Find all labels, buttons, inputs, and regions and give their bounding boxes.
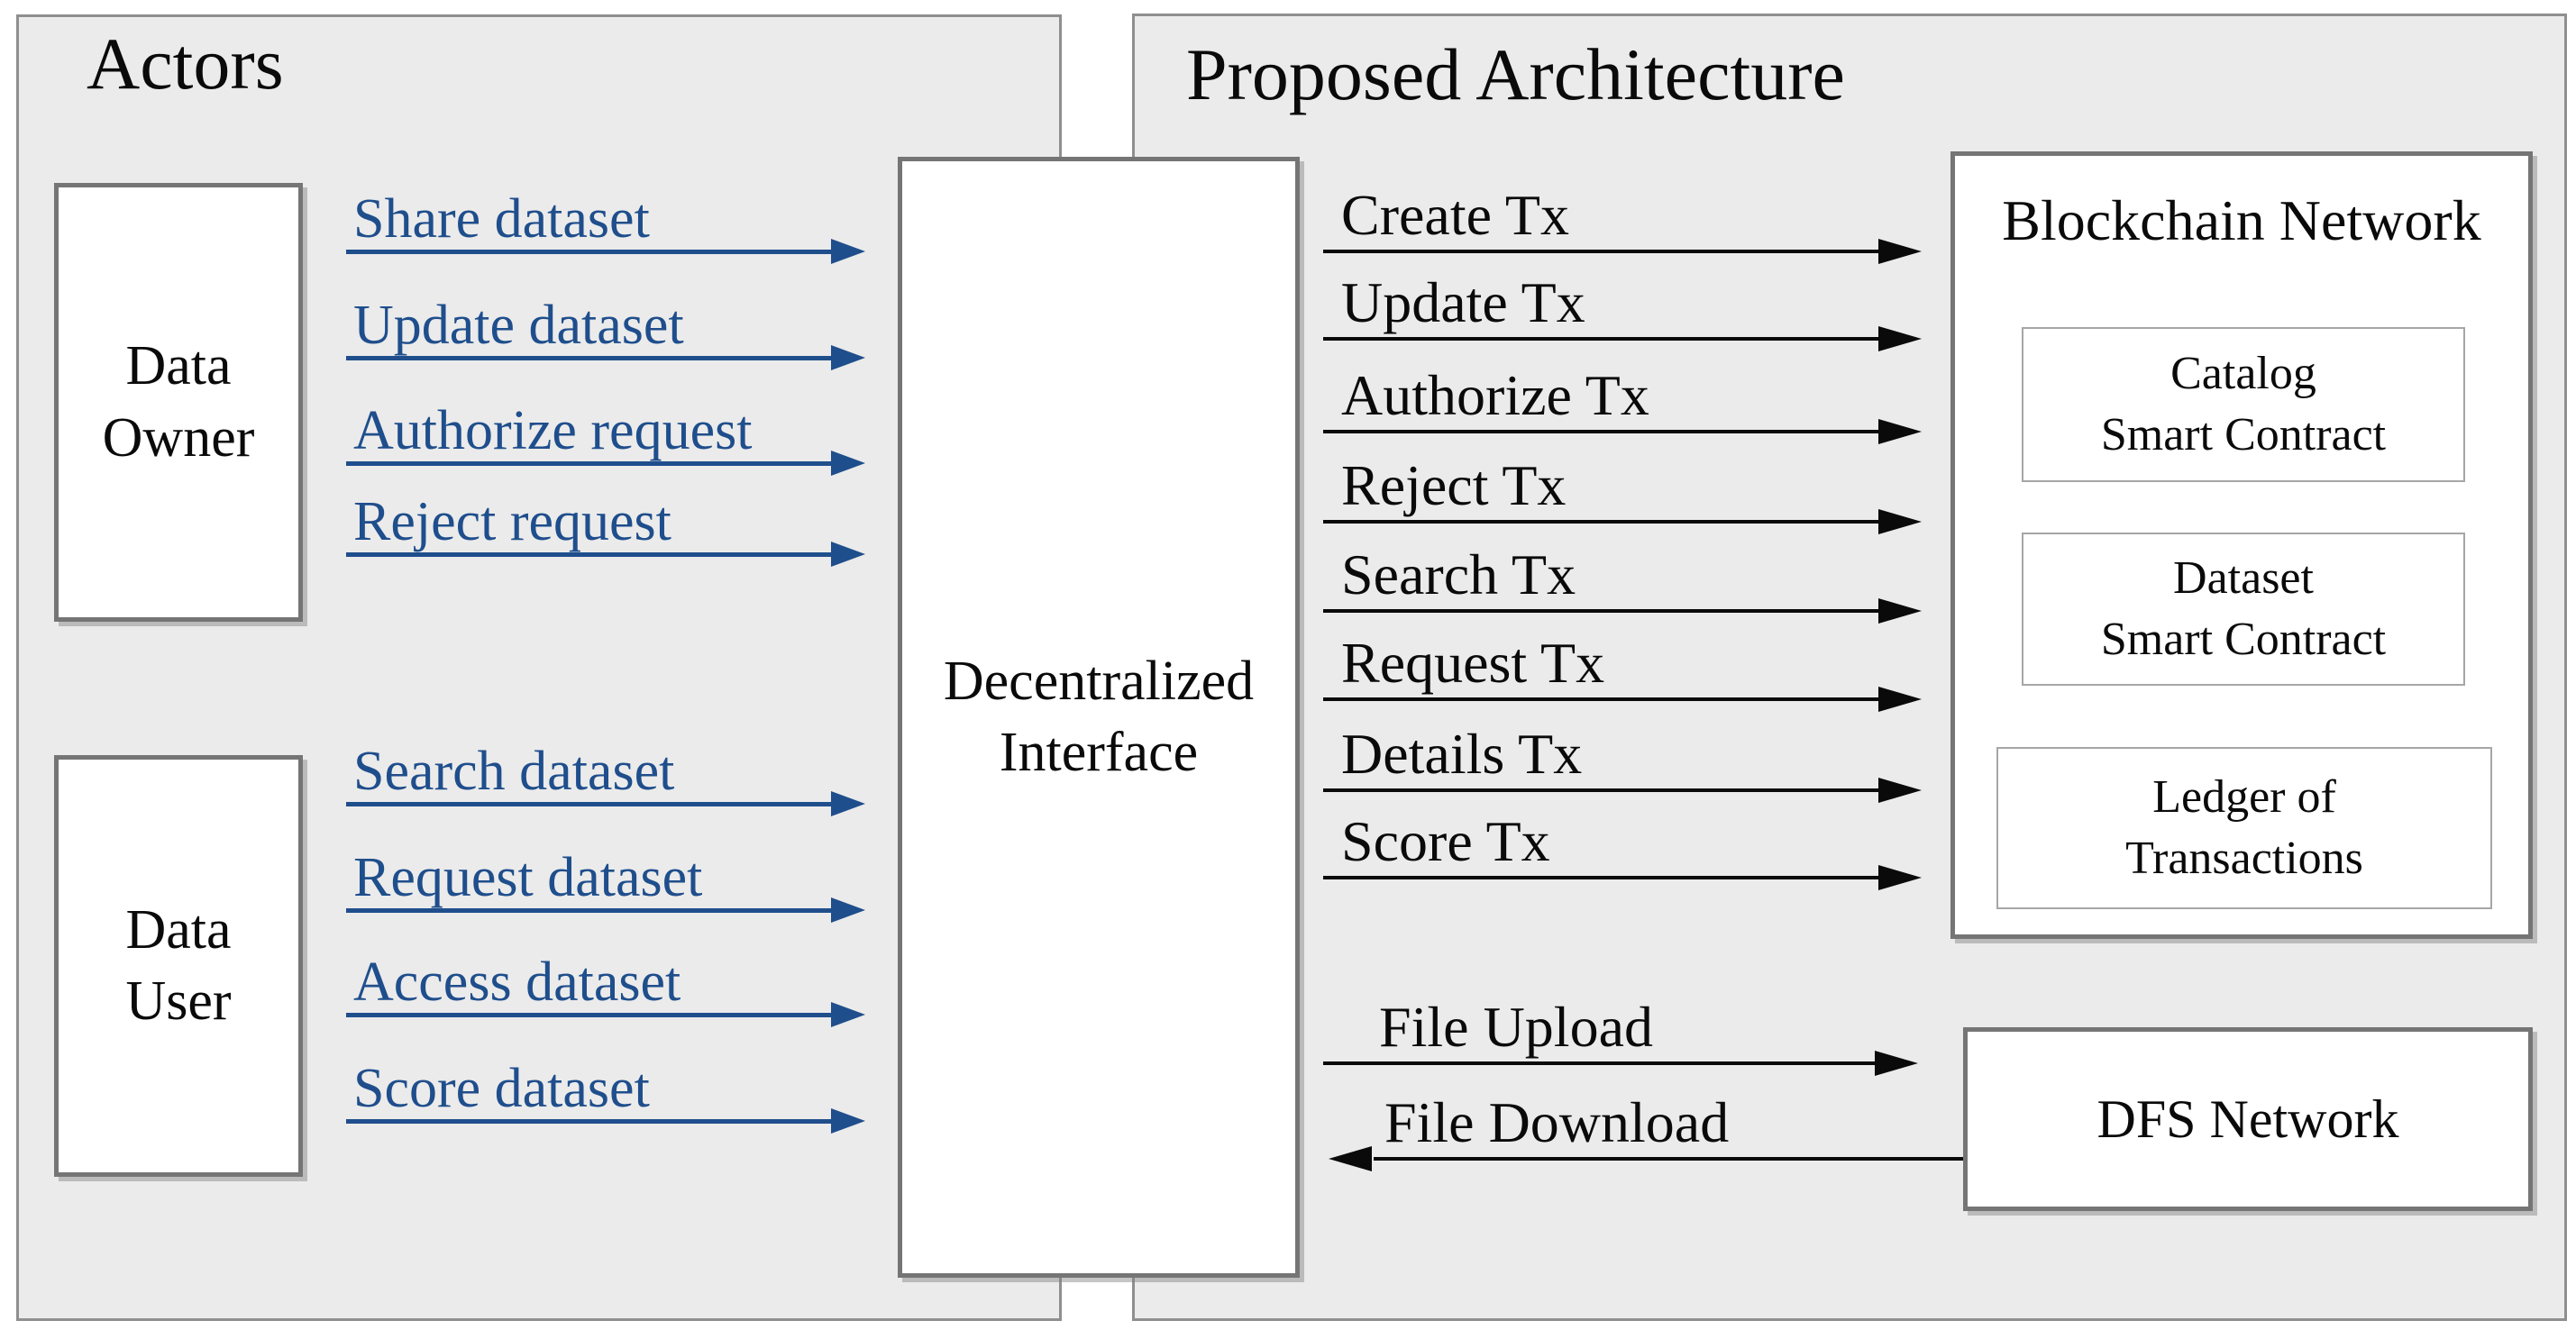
arrowhead-right-icon	[831, 791, 865, 816]
create-tx-arrow: Create Tx	[1323, 163, 1922, 264]
arrowhead-right-icon	[831, 897, 865, 923]
arrow-line	[1374, 1157, 1963, 1161]
score-tx-arrow: Score Tx	[1323, 789, 1922, 890]
arrow-line	[346, 356, 835, 360]
arrowhead-right-icon	[1878, 419, 1922, 444]
share-dataset-arrow: Share dataset	[346, 164, 865, 264]
decentralized-interface-box: Decentralized Interface	[898, 157, 1300, 1278]
dfs-network-label: DFS Network	[2096, 1089, 2399, 1149]
arrow-line	[1323, 788, 1884, 792]
arrowhead-right-icon	[1878, 687, 1922, 712]
arrow-line	[346, 908, 835, 913]
dfs-network-box: DFS Network	[1963, 1027, 2533, 1211]
details-tx-arrow: Details Tx	[1323, 702, 1922, 803]
blockchain-network-title: Blockchain Network	[2002, 188, 2481, 252]
file-upload-arrow: File Upload	[1323, 975, 1918, 1076]
update-tx-arrow: Update Tx	[1323, 251, 1922, 351]
search-dataset-label: Search dataset	[353, 741, 675, 802]
arrow-line	[1323, 430, 1884, 433]
ledger-label-line1: Ledger of	[2152, 771, 2336, 824]
authorize-request-arrow: Authorize request	[346, 376, 865, 476]
arrowhead-right-icon	[831, 345, 865, 370]
arrow-line	[346, 1119, 835, 1124]
arrowhead-right-icon	[1878, 598, 1922, 624]
interface-label-line1: Decentralized	[943, 650, 1255, 712]
arrowhead-right-icon	[831, 451, 865, 476]
data-owner-label-line2: Owner	[102, 406, 255, 469]
arrowhead-left-icon	[1329, 1146, 1372, 1171]
reject-request-arrow: Reject request	[346, 467, 865, 567]
access-dataset-arrow: Access dataset	[346, 927, 865, 1027]
arrow-line	[1323, 337, 1884, 341]
arrow-line	[1323, 520, 1884, 524]
catalog-label-line1: Catalog	[2170, 348, 2316, 400]
arrow-line	[346, 250, 835, 254]
arrow-line	[1323, 250, 1884, 253]
arrowhead-right-icon	[1878, 239, 1922, 264]
arrow-line	[346, 1013, 835, 1017]
ledger-of-transactions-box: Ledger of Transactions	[1996, 747, 2492, 909]
data-user-label-line2: User	[125, 970, 232, 1032]
file-download-arrow: File Download	[1329, 1070, 1963, 1171]
search-tx-arrow: Search Tx	[1323, 523, 1922, 624]
arrow-line	[346, 461, 835, 466]
reject-tx-label: Reject Tx	[1341, 453, 1567, 517]
proposed-architecture-title: Proposed Architecture	[1186, 33, 1845, 115]
share-dataset-label: Share dataset	[353, 188, 650, 250]
catalog-label-line2: Smart Contract	[2100, 409, 2387, 460]
arrowhead-right-icon	[1875, 1051, 1918, 1076]
catalog-smart-contract-box: Catalog Smart Contract	[2022, 327, 2465, 482]
blockchain-network-box: Blockchain Network Catalog Smart Contrac…	[1950, 151, 2533, 939]
details-tx-label: Details Tx	[1341, 722, 1583, 786]
arrowhead-right-icon	[1878, 509, 1922, 534]
request-dataset-label: Request dataset	[353, 847, 703, 908]
arrowhead-right-icon	[1878, 865, 1922, 890]
authorize-tx-label: Authorize Tx	[1341, 363, 1649, 427]
score-dataset-label: Score dataset	[353, 1058, 650, 1119]
authorize-tx-arrow: Authorize Tx	[1323, 343, 1922, 444]
dataset-label-line2: Smart Contract	[2100, 614, 2387, 665]
search-dataset-arrow: Search dataset	[346, 716, 865, 816]
arrow-line	[1323, 697, 1884, 701]
interface-label-line2: Interface	[999, 722, 1199, 783]
data-owner-box: Data Owner	[54, 183, 303, 622]
dataset-smart-contract-box: Dataset Smart Contract	[2022, 533, 2465, 686]
search-tx-label: Search Tx	[1341, 542, 1576, 606]
arrowhead-right-icon	[831, 1002, 865, 1027]
update-dataset-arrow: Update dataset	[346, 270, 865, 370]
ledger-label-line2: Transactions	[2125, 833, 2363, 884]
arrow-line	[1323, 1061, 1880, 1065]
arrow-line	[346, 802, 835, 806]
data-user-box: Data User	[54, 755, 303, 1177]
actors-title: Actors	[87, 23, 284, 105]
arrowhead-right-icon	[1878, 778, 1922, 803]
data-owner-label-line1: Data	[125, 335, 232, 397]
update-tx-label: Update Tx	[1341, 270, 1585, 334]
authorize-request-label: Authorize request	[353, 400, 753, 461]
score-tx-label: Score Tx	[1341, 809, 1550, 873]
data-user-label-line1: Data	[125, 898, 232, 961]
arrowhead-right-icon	[1878, 326, 1922, 351]
reject-request-label: Reject request	[353, 491, 671, 552]
reject-tx-arrow: Reject Tx	[1323, 433, 1922, 534]
dataset-label-line1: Dataset	[2173, 552, 2314, 605]
file-upload-label: File Upload	[1379, 995, 1653, 1059]
arrowhead-right-icon	[831, 1108, 865, 1134]
arrow-line	[346, 552, 835, 557]
arrowhead-right-icon	[831, 239, 865, 264]
request-tx-label: Request Tx	[1341, 631, 1605, 695]
arrow-line	[1323, 609, 1884, 613]
arrow-line	[1323, 876, 1884, 879]
arrowhead-right-icon	[831, 542, 865, 567]
file-download-label: File Download	[1384, 1090, 1730, 1154]
create-tx-label: Create Tx	[1341, 183, 1569, 247]
access-dataset-label: Access dataset	[353, 952, 681, 1013]
request-dataset-arrow: Request dataset	[346, 823, 865, 923]
request-tx-arrow: Request Tx	[1323, 611, 1922, 712]
update-dataset-label: Update dataset	[353, 295, 684, 356]
score-dataset-arrow: Score dataset	[346, 1034, 865, 1134]
